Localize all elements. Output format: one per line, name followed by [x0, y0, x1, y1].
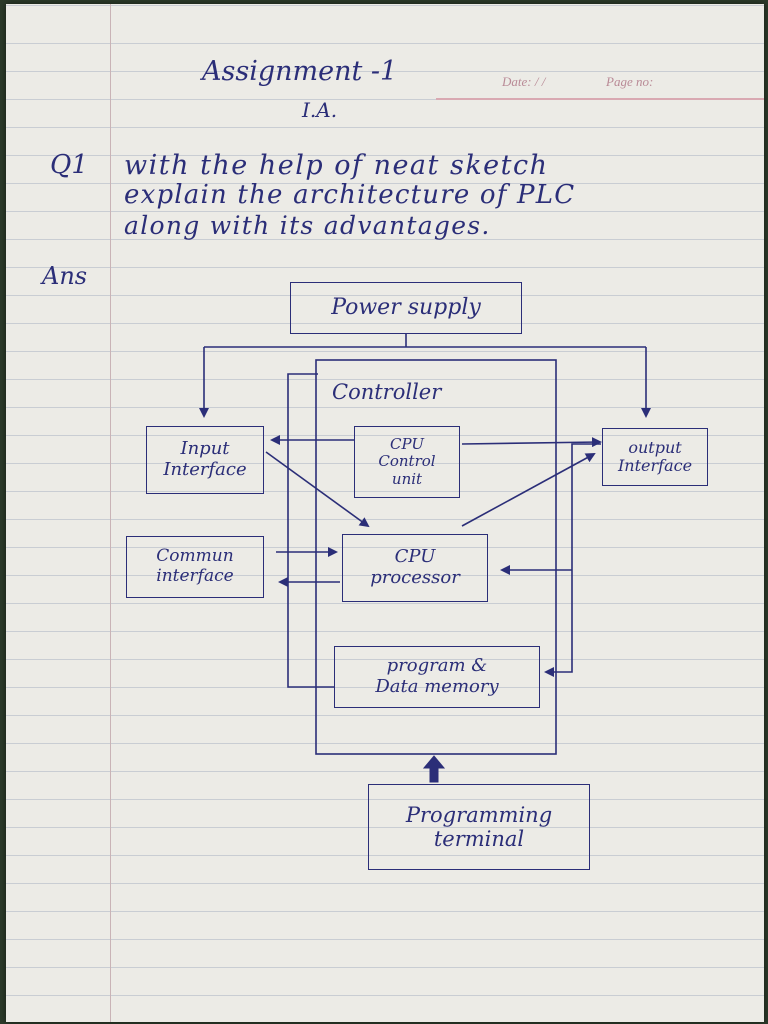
cpu-processor-line1: CPU	[394, 546, 436, 568]
controller-label: Controller	[332, 380, 442, 404]
margin-line	[110, 4, 111, 1022]
question-line-3: along with its advantages.	[124, 211, 491, 240]
question-number: Q1	[50, 150, 88, 180]
input-interface-box: Input Interface	[146, 426, 264, 494]
power-supply-label: Power supply	[331, 295, 481, 321]
comm-interface-box: Commun interface	[126, 536, 264, 598]
terminal-arrow	[422, 755, 446, 783]
cpu-cu-line1: CPU	[390, 435, 424, 454]
cpu-processor-line2: processor	[370, 567, 460, 588]
program-data-memory-box: program & Data memory	[334, 646, 540, 708]
programming-terminal-line2: terminal	[433, 827, 525, 851]
assignment-subtitle: I.A.	[302, 98, 338, 122]
processor-to-output	[461, 453, 596, 527]
cu-to-output	[461, 437, 602, 448]
cpu-processor-box: CPU processor	[342, 534, 488, 602]
memory-line2: Data memory	[375, 676, 499, 697]
page-no-label: Page no:	[606, 74, 654, 89]
input-interface-line2: Interface	[163, 459, 247, 480]
cpu-cu-line3: unit	[391, 469, 423, 488]
controller-frame	[315, 359, 557, 755]
question-line-2: explain the architecture of PLC	[124, 180, 576, 210]
cpu-control-unit-box: CPU Control unit	[354, 426, 460, 498]
output-interface-line1: output	[628, 437, 682, 457]
diagram-connectors	[199, 334, 651, 783]
question-line-1: with the help of neat sketch	[124, 150, 549, 181]
memory-line1: program &	[386, 655, 488, 677]
notebook-page: Assignment -1 I.A. Date: / / Page no: Q1…	[6, 4, 764, 1022]
output-interface-box: output Interface	[602, 428, 708, 486]
input-interface-line1: Input	[180, 438, 230, 460]
comm-interface-line1: Commun	[156, 546, 234, 567]
programming-terminal-box: Programming terminal	[368, 784, 590, 870]
power-supply-box: Power supply	[290, 282, 522, 334]
header-rule	[436, 98, 764, 100]
output-to-memory	[544, 443, 601, 677]
answer-label: Ans	[42, 262, 88, 290]
date-label: Date: / /	[502, 74, 546, 89]
input-to-processor	[265, 451, 370, 528]
comm-interface-line2: interface	[156, 566, 234, 586]
outer-loop	[287, 373, 334, 688]
cpu-cu-line2: Control	[378, 452, 436, 471]
programming-terminal-line1: Programming	[405, 802, 553, 827]
output-interface-line2: Interface	[617, 456, 693, 475]
assignment-title: Assignment -1	[202, 56, 398, 87]
